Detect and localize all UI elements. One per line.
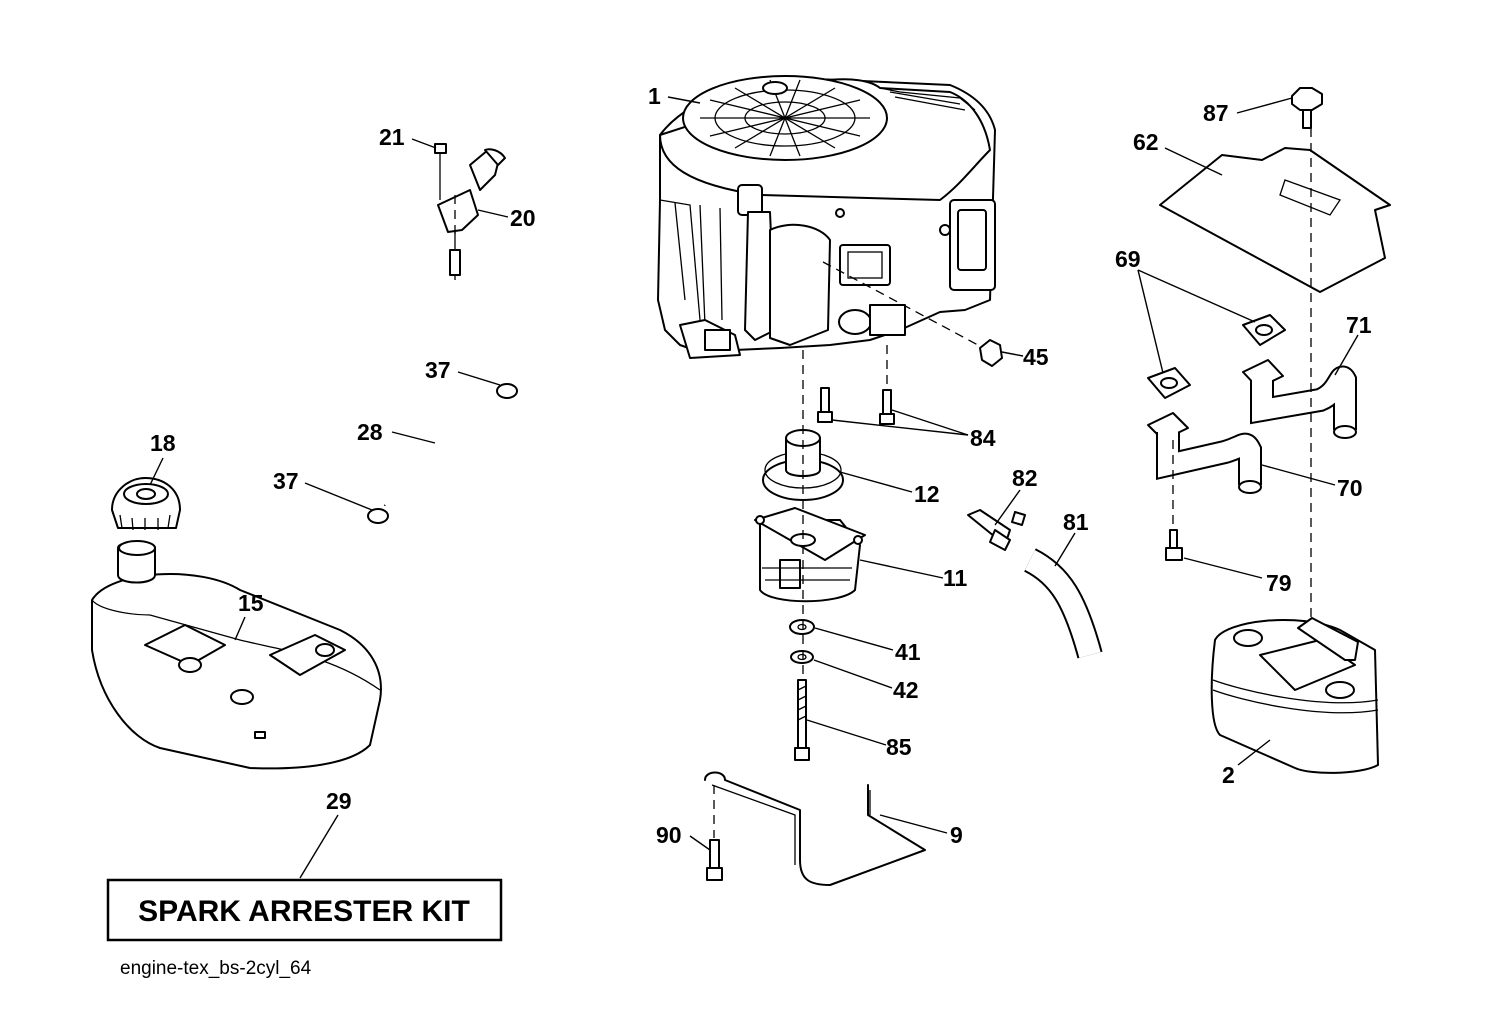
heat-shield-part-62	[1159, 147, 1391, 293]
bolt-part-79	[1165, 529, 1183, 561]
clamp-part-37-top	[496, 383, 518, 399]
callout-20: 20	[510, 205, 536, 231]
callout-37-top: 37	[425, 357, 451, 383]
bracket-part-20	[437, 148, 506, 280]
nut-part-45	[979, 339, 1003, 367]
diagram-caption: engine-tex_bs-2cyl_64	[120, 958, 312, 979]
gasket-part-69-b	[1147, 367, 1191, 399]
callout-79: 79	[1266, 570, 1292, 596]
engine-fan-grille	[700, 79, 870, 157]
callout-28: 28	[357, 419, 383, 445]
washer-part-42	[790, 650, 814, 664]
bolts-part-84	[817, 387, 895, 425]
fuel-cap-part-18	[111, 477, 181, 531]
callout-81: 81	[1063, 509, 1089, 535]
callout-9: 9	[950, 822, 963, 848]
callout-70: 70	[1337, 475, 1363, 501]
knob-part-87	[1291, 87, 1323, 129]
pto-clutch-part-11	[754, 507, 866, 603]
callout-62: 62	[1133, 129, 1159, 155]
callout-41: 41	[895, 639, 921, 665]
leader-lines	[149, 96, 1359, 879]
hose-part-81	[1023, 548, 1103, 659]
clamp-part-37-bottom	[367, 508, 389, 524]
fuel-tank-part-15	[91, 540, 382, 770]
assembly-dash-lines	[454, 128, 1312, 838]
callout-42: 42	[893, 677, 919, 703]
callout-37-bottom: 37	[273, 468, 299, 494]
bolt-part-85	[794, 679, 810, 761]
callout-85: 85	[886, 734, 912, 760]
callout-29: 29	[326, 788, 352, 814]
gasket-part-69-a	[1242, 314, 1286, 346]
callout-71: 71	[1346, 312, 1372, 338]
fuel-line-part-28	[383, 393, 502, 507]
callout-18: 18	[150, 430, 176, 456]
exhaust-pipe-part-71	[1242, 359, 1357, 439]
callout-90: 90	[656, 822, 682, 848]
callout-87: 87	[1203, 100, 1229, 126]
muffler-part-2	[1210, 617, 1379, 774]
bolt-part-21	[434, 143, 447, 200]
callout-45: 45	[1023, 344, 1049, 370]
spark-arrester-kit-label: SPARK ARRESTER KIT	[138, 895, 470, 928]
callout-15: 15	[238, 590, 264, 616]
exhaust-pipe-part-70	[1147, 412, 1262, 494]
washer-part-41	[789, 619, 815, 635]
callout-labels: 1 21 20 37 28 37 18 15 29 45 84 12 82 81…	[150, 83, 1372, 848]
callout-12: 12	[914, 481, 940, 507]
callout-82: 82	[1012, 465, 1038, 491]
callout-2: 2	[1222, 762, 1235, 788]
callout-21: 21	[379, 124, 405, 150]
callout-69: 69	[1115, 246, 1141, 272]
callout-11: 11	[943, 565, 968, 591]
engine-part-1	[657, 75, 996, 359]
callout-1: 1	[648, 83, 661, 109]
rod-part-9	[704, 771, 926, 886]
fitting-part-82	[967, 509, 1026, 551]
callout-84: 84	[970, 425, 996, 451]
spark-arrester-kit-box: SPARK ARRESTER KIT	[106, 878, 503, 942]
bolt-part-90	[706, 839, 723, 881]
